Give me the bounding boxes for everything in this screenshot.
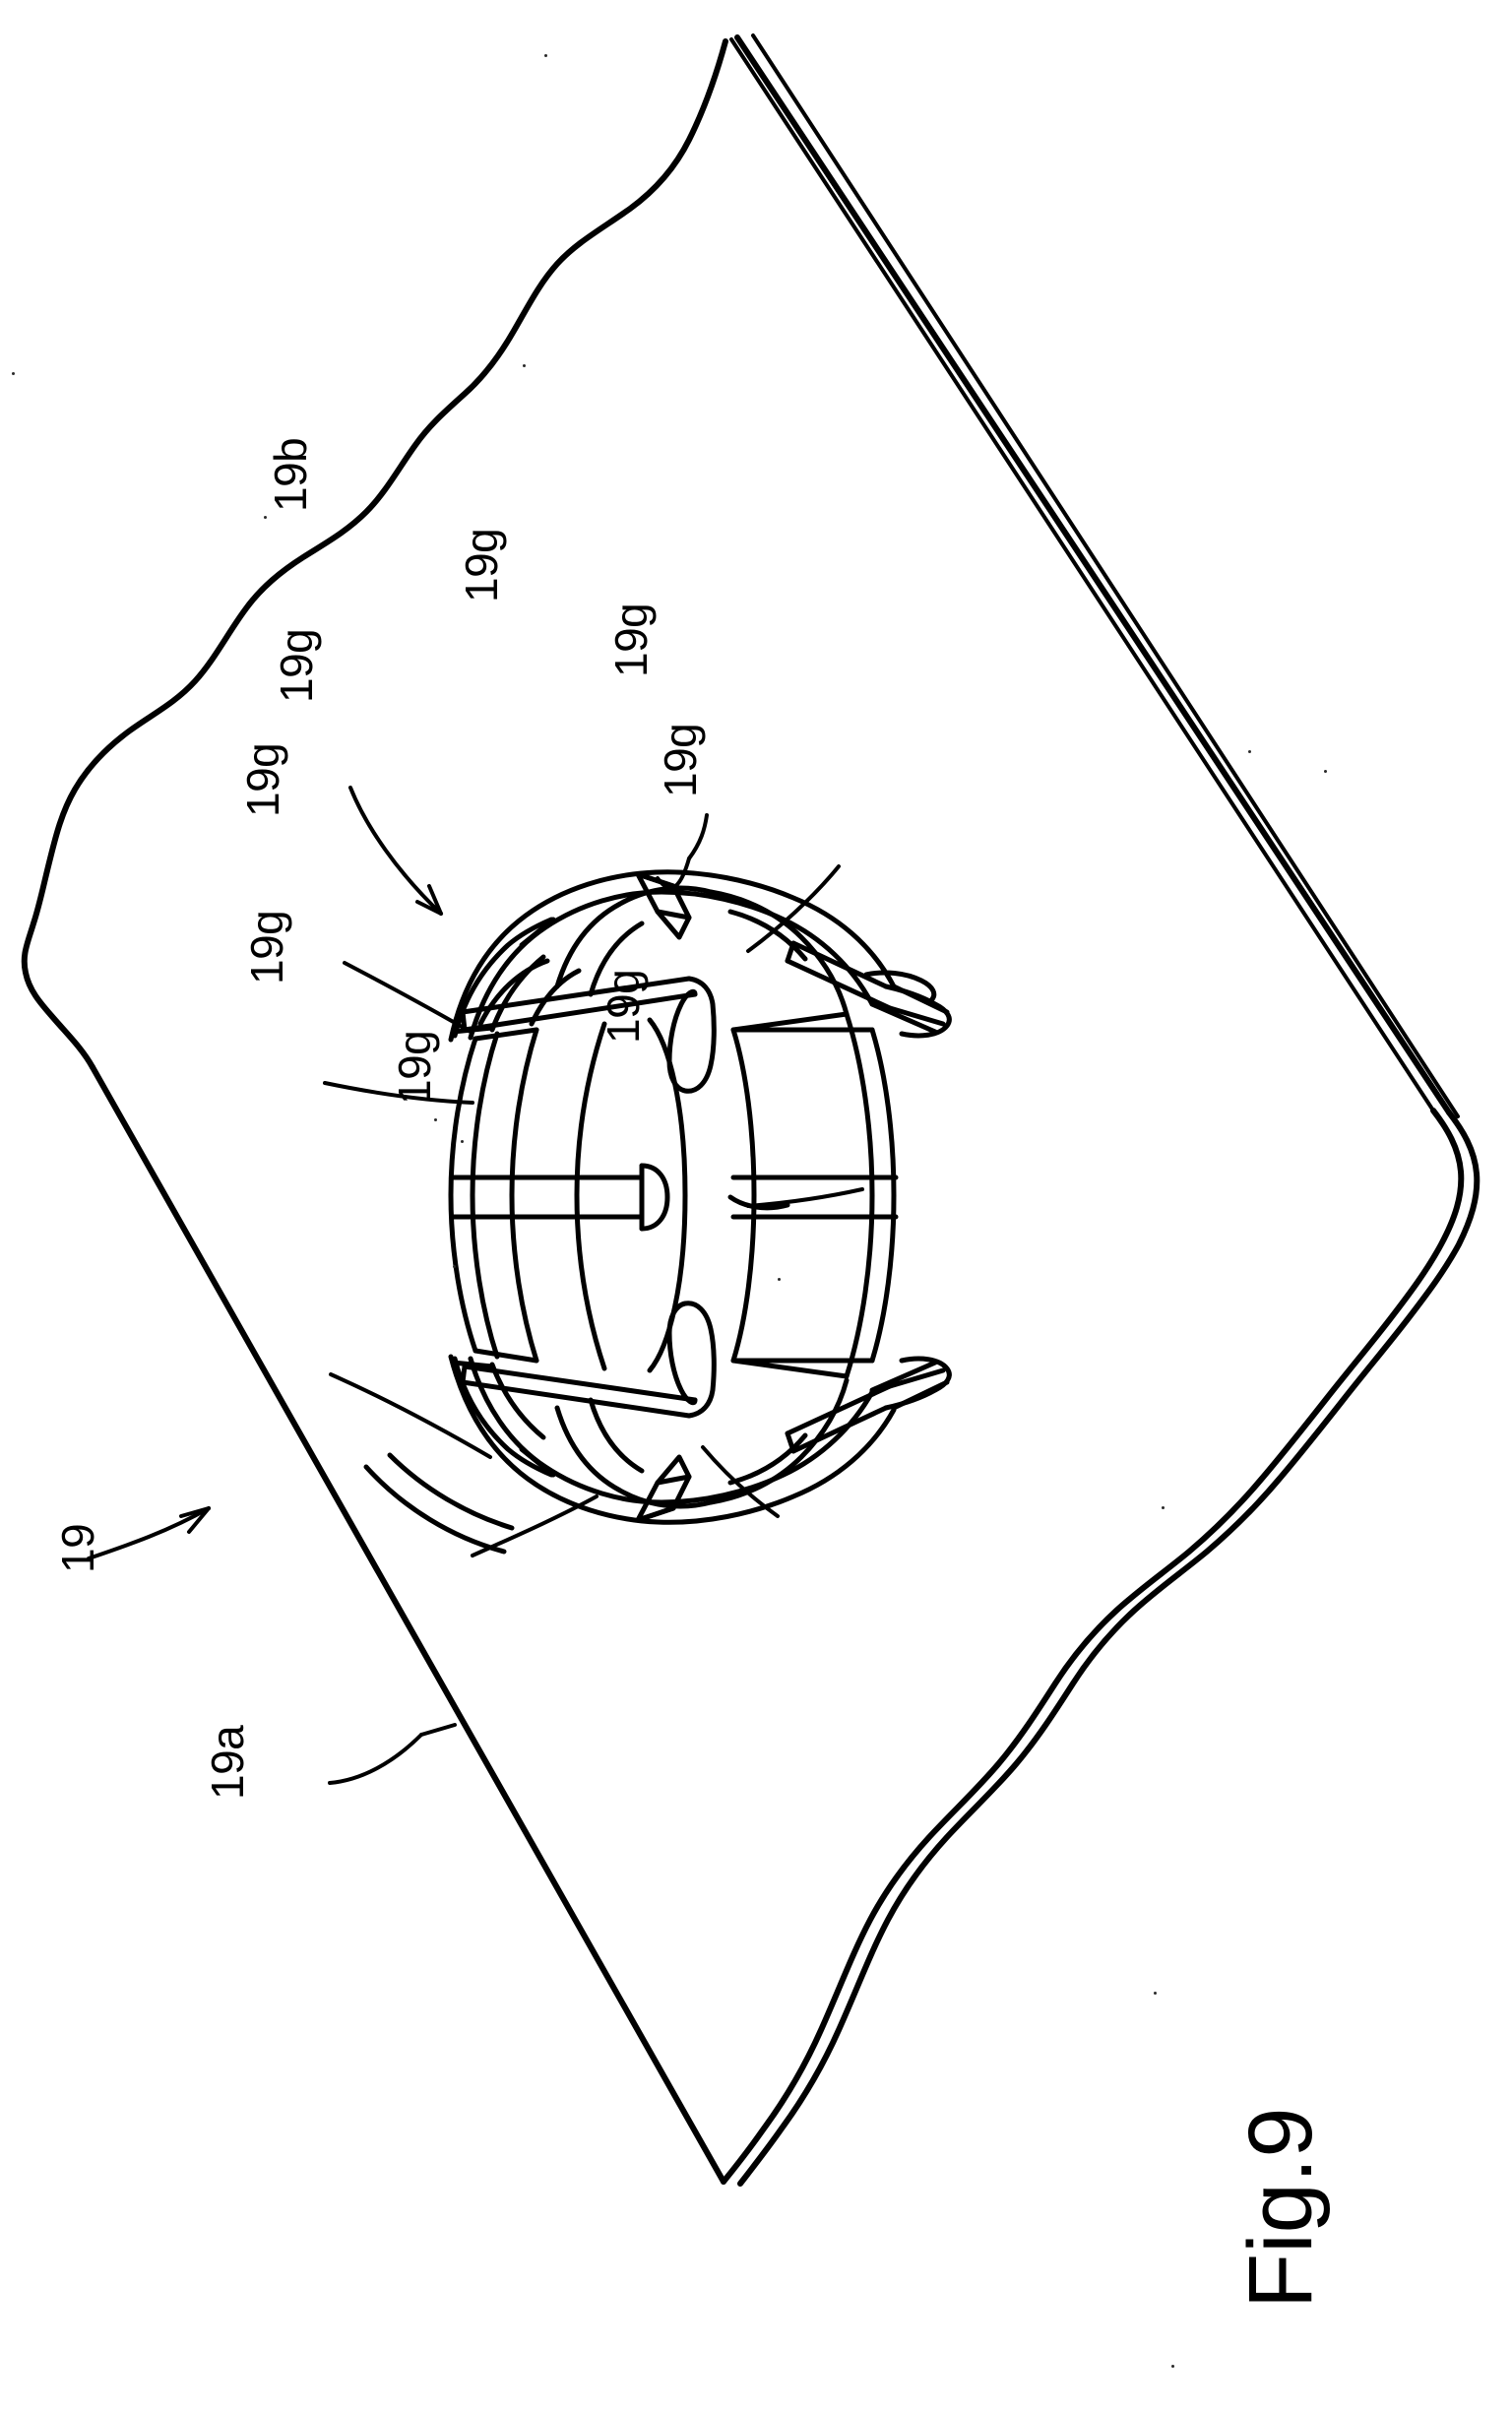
label-19g-segment-5: 19g xyxy=(655,723,706,797)
scan-speck xyxy=(1248,750,1251,753)
scan-speck xyxy=(544,54,547,57)
figure-caption: Fig.9 xyxy=(1230,2107,1331,2309)
label-19g-segment-4: 19g xyxy=(237,742,288,817)
label-19g-segment-8: 19g xyxy=(389,1030,440,1105)
label-19b: 19b xyxy=(265,437,316,512)
scan-speck xyxy=(453,1265,456,1268)
label-19a: 19a xyxy=(202,1725,253,1800)
scan-speck xyxy=(1171,2365,1174,2368)
scan-speck xyxy=(12,372,15,375)
label-19g-segment-6: 19g xyxy=(241,910,292,985)
scan-speck xyxy=(1154,1992,1157,1995)
scan-speck xyxy=(461,1140,464,1143)
label-19g-segment-2: 19g xyxy=(605,603,657,677)
scan-speck xyxy=(778,1278,781,1281)
scan-speck xyxy=(264,516,267,519)
leader-lines xyxy=(87,786,864,1785)
scan-speck xyxy=(434,1118,437,1121)
label-19g-segment-1: 19g xyxy=(456,528,507,603)
scan-speck xyxy=(1324,770,1327,773)
scan-speck xyxy=(523,364,526,367)
scan-speck xyxy=(1162,1506,1165,1509)
label-19g-segment-7: 19g xyxy=(598,969,649,1044)
label-19g-segment-3: 19g xyxy=(271,628,322,703)
label-19: 19 xyxy=(52,1523,103,1573)
panel-outline xyxy=(21,33,1480,2187)
grommet-ring xyxy=(363,869,952,1555)
